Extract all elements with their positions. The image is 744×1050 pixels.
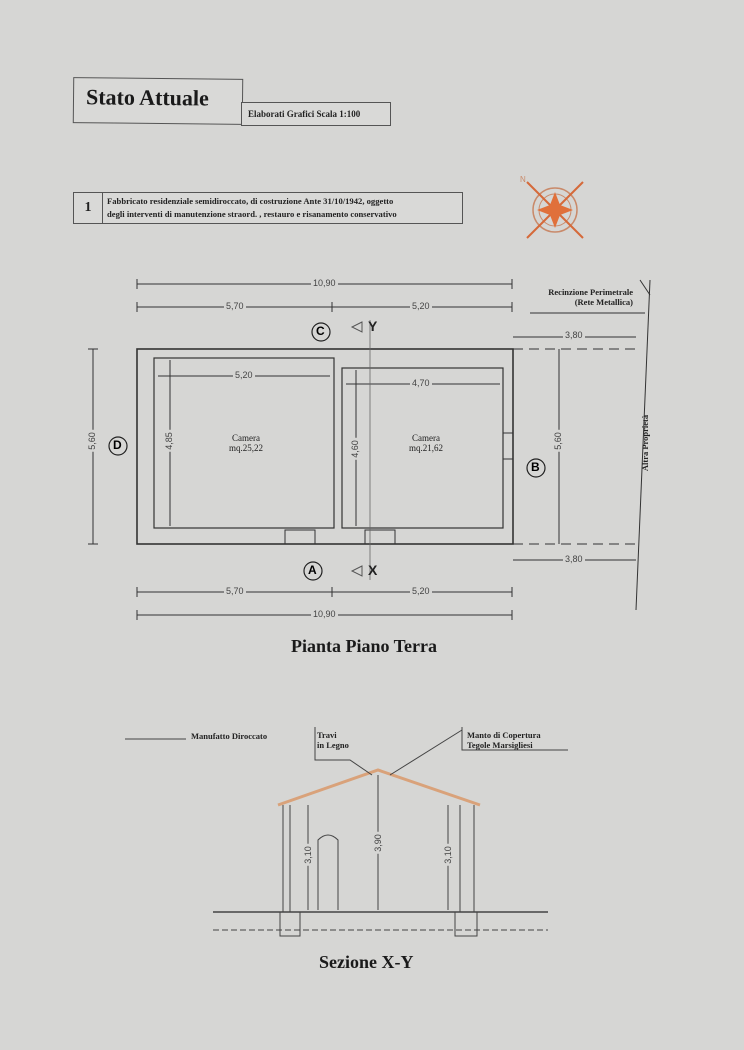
section-height-right: 3,10 <box>442 844 453 866</box>
marker-b <box>526 458 546 478</box>
description-box: 1 Fabbricato residenziale semidiroccato,… <box>73 192 463 224</box>
beams-label-line-1: Travi <box>317 730 337 740</box>
plan-caption: Pianta Piano Terra <box>291 636 438 656</box>
compass-rose-icon: N <box>520 175 584 239</box>
neighbor-property-label: Altra Proprietà <box>640 414 651 472</box>
svg-text:N: N <box>520 175 526 184</box>
dim-left-height: 5,60 <box>86 430 97 452</box>
section-height-left: 3,10 <box>302 844 313 866</box>
dim-side-top: 3,80 <box>563 330 585 340</box>
fence-label: Recinzione Perimetrale (Rete Metallica) <box>527 287 633 307</box>
fence-label-line-2: (Rete Metallica) <box>574 297 633 307</box>
dim-right-height: 5,60 <box>552 430 563 452</box>
dim-room2-height: 4,60 <box>349 438 360 460</box>
description-line-2: degli interventi di manutenzione straord… <box>107 209 397 219</box>
dim-bottom-total: 10,90 <box>311 609 338 619</box>
room-2-label: Camera mq.21,62 <box>396 433 456 453</box>
ruin-label: Manufatto Diroccato <box>191 731 268 741</box>
marker-a <box>303 561 323 581</box>
dim-top-right: 5,20 <box>410 301 432 311</box>
dim-room2-width: 4,70 <box>410 378 432 388</box>
scale-box: Elaborati Grafici Scala 1:100 <box>241 102 391 126</box>
roof-label-line-2: Tegole Marsigliesi <box>467 740 533 750</box>
section-marker-x: X <box>368 562 378 578</box>
dim-top-left: 5,70 <box>224 301 246 311</box>
beams-label: Travi in Legno <box>317 730 349 750</box>
scale-label: Elaborati Grafici Scala 1:100 <box>248 109 361 119</box>
room-2-name: Camera <box>412 433 440 443</box>
fence-label-line-1: Recinzione Perimetrale <box>548 287 633 297</box>
dim-side-bottom: 3,80 <box>563 554 585 564</box>
room-2-area: mq.21,62 <box>408 443 443 453</box>
section-caption: Sezione X-Y <box>319 952 414 972</box>
dim-room1-height: 4,85 <box>163 430 174 452</box>
room-1-name: Camera <box>232 433 260 443</box>
description-line-1: Fabbricato residenziale semidiroccato, d… <box>107 196 394 206</box>
description-number: 1 <box>74 193 103 223</box>
roof-label: Manto di Copertura Tegole Marsigliesi <box>467 730 541 750</box>
dim-room1-width: 5,20 <box>233 370 255 380</box>
section-marker-y: Y <box>368 318 378 334</box>
section-height-center: 3,90 <box>372 832 383 854</box>
marker-c-label: C <box>316 324 325 338</box>
dim-top-total: 10,90 <box>311 278 338 288</box>
marker-b-label: B <box>531 460 540 474</box>
beams-label-line-2: in Legno <box>317 740 349 750</box>
dim-bottom-left: 5,70 <box>224 586 246 596</box>
marker-c <box>311 322 331 342</box>
dim-bottom-right: 5,20 <box>410 586 432 596</box>
room-1-label: Camera mq.25,22 <box>216 433 276 453</box>
marker-a-label: A <box>308 563 317 577</box>
roof-label-line-1: Manto di Copertura <box>467 730 541 740</box>
room-1-area: mq.25,22 <box>228 443 263 453</box>
marker-d-label: D <box>113 438 122 452</box>
marker-d <box>108 436 128 456</box>
